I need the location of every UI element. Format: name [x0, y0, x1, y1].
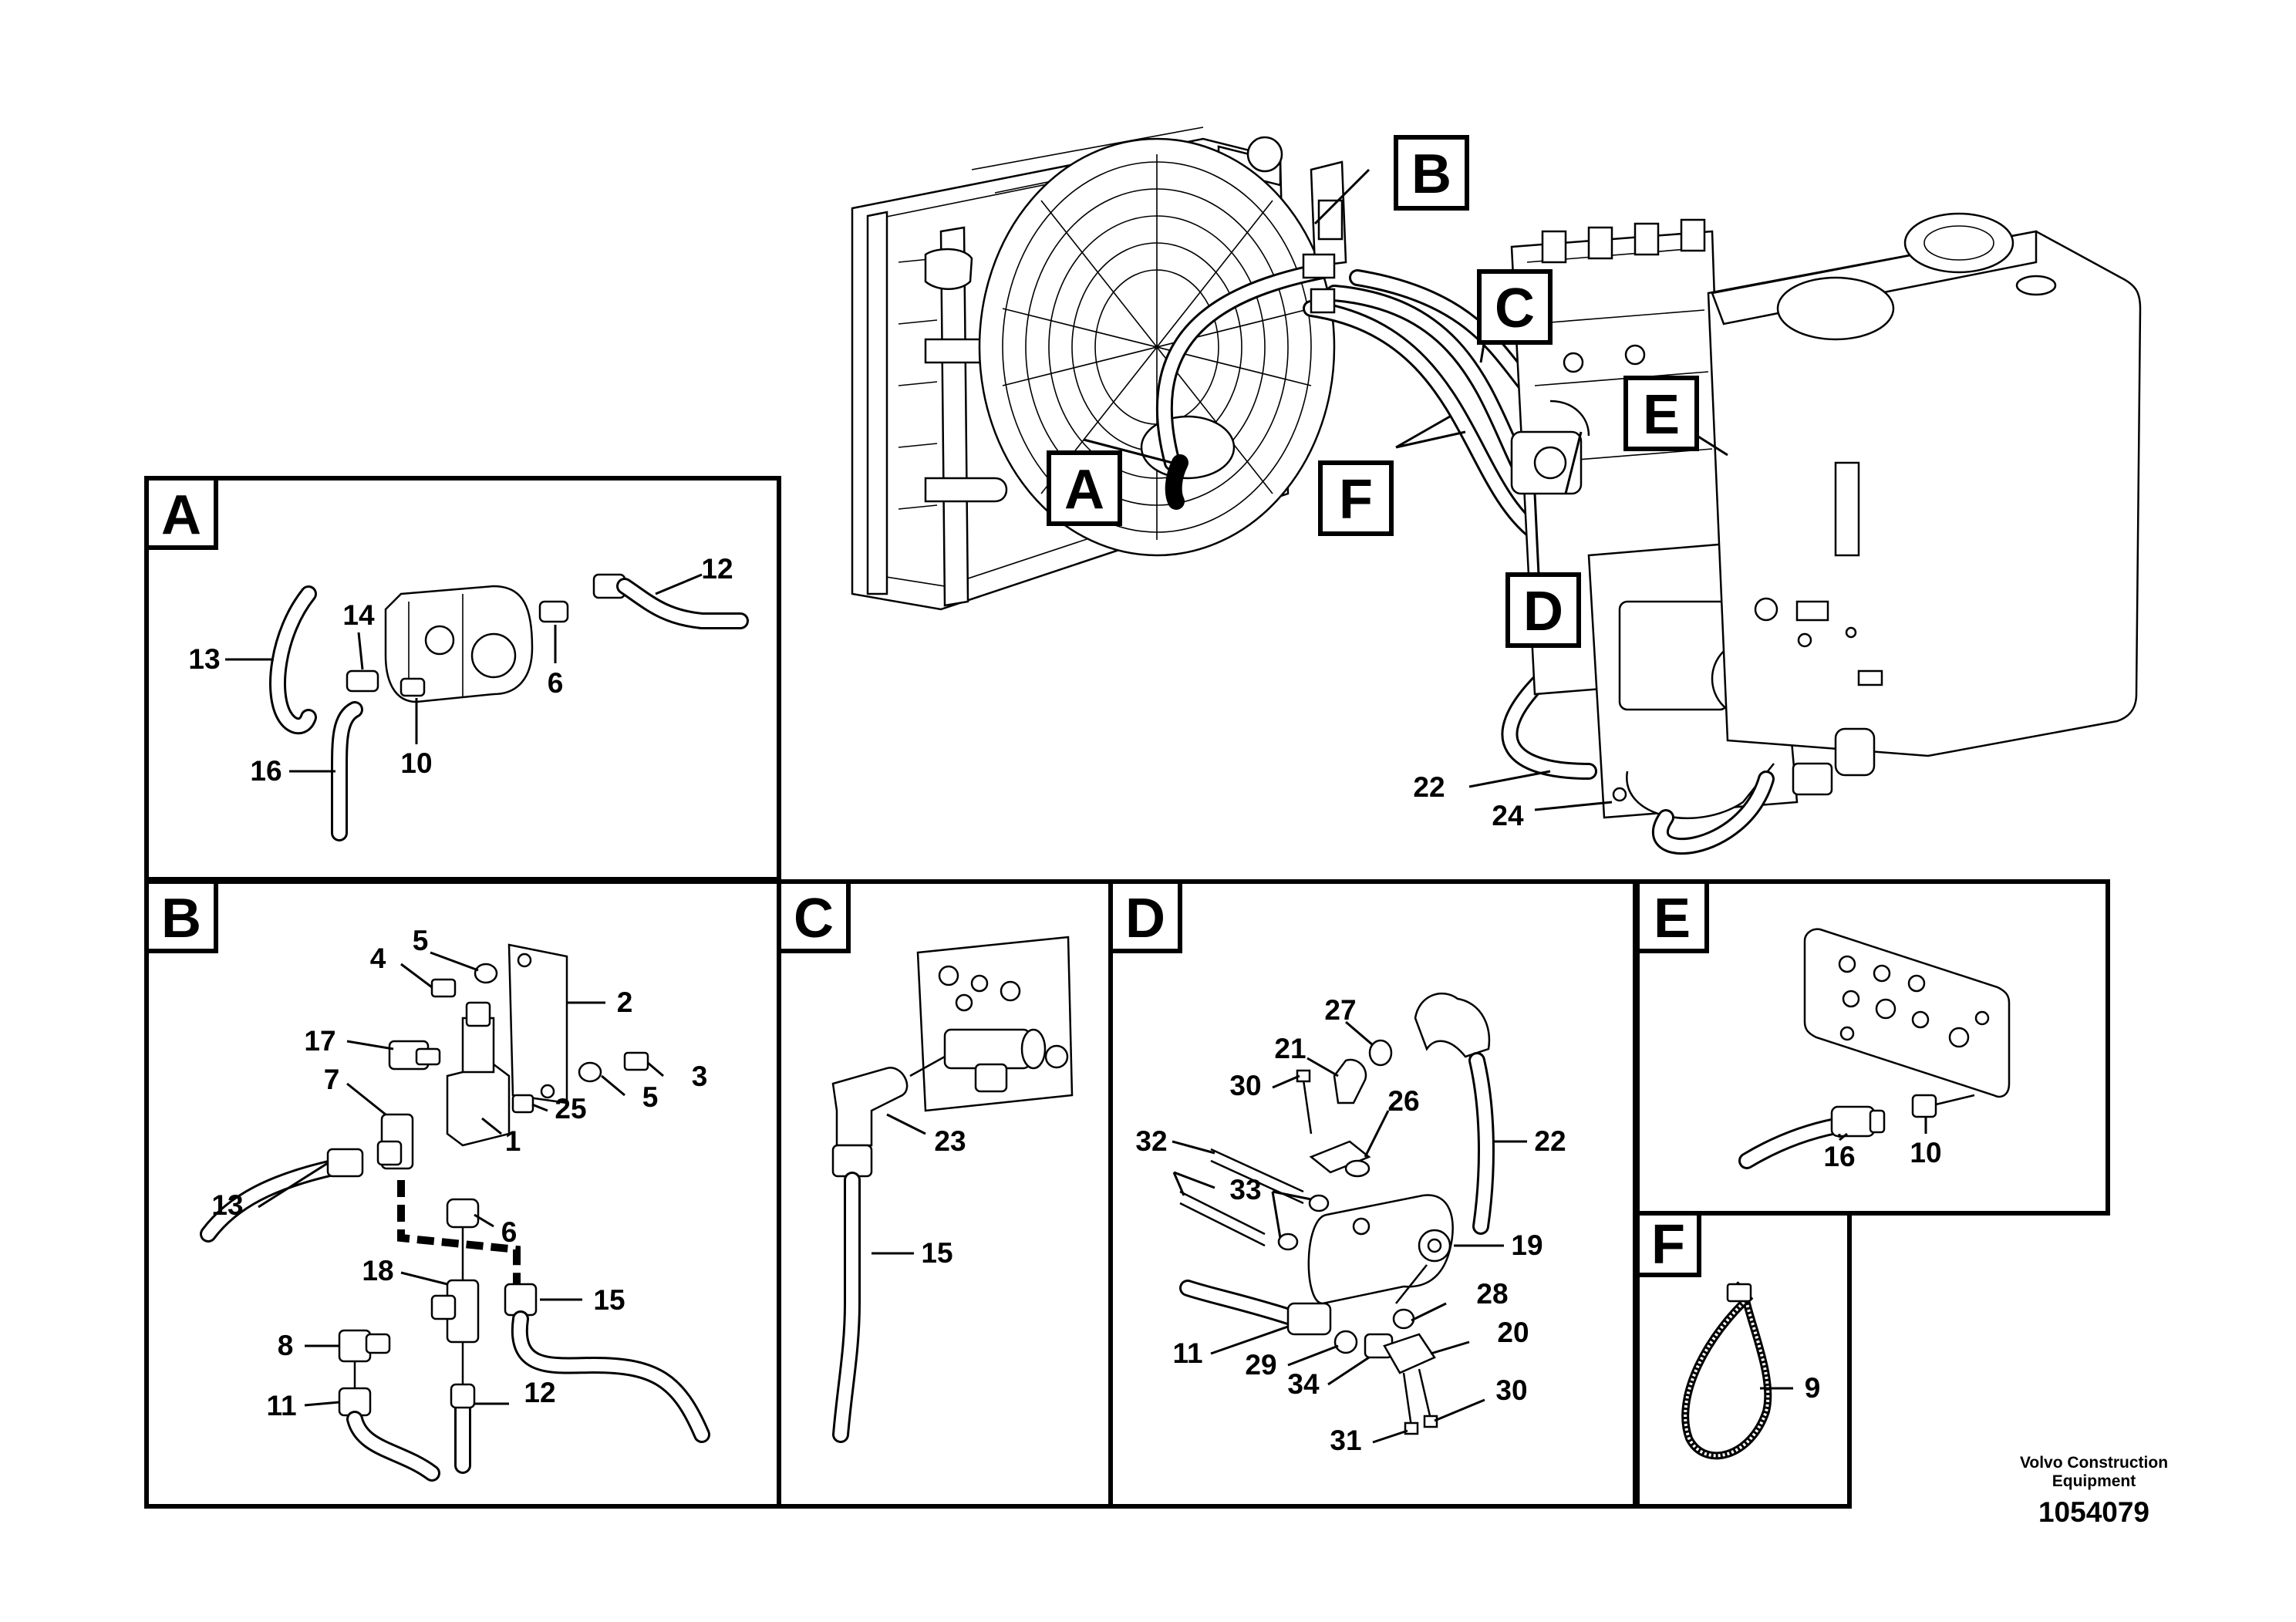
callout-e-16: 16 [1823, 1141, 1855, 1172]
callout-d-20: 20 [1497, 1317, 1529, 1348]
overview-callouts: 22 24 [1413, 771, 1524, 831]
tag-f-main[interactable]: F [1339, 469, 1373, 531]
callout-d-11: 11 [1172, 1337, 1202, 1369]
callout-a-6: 6 [548, 667, 564, 699]
callout-a-14: 14 [342, 599, 375, 631]
detail-e: E 16 10 [1635, 879, 2110, 1216]
callout-c-15: 15 [921, 1237, 952, 1269]
tag-e-main[interactable]: E [1643, 384, 1680, 446]
callout-a-13: 13 [188, 643, 220, 675]
callout-b-6: 6 [501, 1216, 518, 1248]
overview-assembly [851, 126, 2142, 855]
callout-b-13: 13 [211, 1189, 243, 1221]
callout-d-32: 32 [1135, 1125, 1167, 1157]
callout-b-8: 8 [278, 1330, 294, 1361]
overview-tags: B C A E F D [1047, 135, 1699, 648]
callout-e-10: 10 [1910, 1137, 1941, 1168]
tag-b-main[interactable]: B [1411, 143, 1451, 205]
callout-b-1: 1 [505, 1125, 521, 1157]
tag-c-detail[interactable]: C [794, 888, 834, 949]
callout-d-33: 33 [1229, 1174, 1261, 1206]
tag-f-detail[interactable]: F [1651, 1214, 1685, 1276]
callout-b-7: 7 [324, 1064, 340, 1095]
detail-f: F 9 [1635, 1211, 1852, 1509]
callout-d-34: 34 [1287, 1368, 1320, 1400]
callout-b-25: 25 [555, 1093, 586, 1125]
tag-d-detail[interactable]: D [1125, 888, 1165, 949]
callout-d-29: 29 [1245, 1349, 1276, 1381]
detail-c: C 23 15 [777, 879, 1113, 1509]
callout-c-23: 23 [934, 1125, 966, 1157]
detail-d: D [1108, 879, 1637, 1509]
callout-d-27: 27 [1324, 994, 1356, 1026]
tag-d-main[interactable]: D [1523, 581, 1563, 642]
tag-a-main[interactable]: A [1064, 459, 1104, 521]
callout-b-18: 18 [362, 1255, 393, 1286]
callout-a-12: 12 [701, 553, 733, 585]
callout-d-30b: 30 [1495, 1374, 1527, 1406]
hydraulic-tank [1707, 212, 2142, 777]
callout-d-28: 28 [1476, 1278, 1508, 1310]
document-number: 1054079 [2038, 1496, 2149, 1528]
tag-c-main[interactable]: C [1495, 278, 1535, 339]
brand-line-2: Equipment [2052, 1472, 2136, 1490]
callout-b-11: 11 [266, 1390, 296, 1421]
callout-a-16: 16 [250, 755, 282, 787]
tag-b-detail[interactable]: B [161, 888, 201, 949]
detail-b: B [144, 879, 781, 1509]
callout-b-4: 4 [370, 943, 386, 974]
callout-d-26: 26 [1387, 1085, 1419, 1117]
brand-line-1: Volvo Construction [2020, 1454, 2168, 1472]
callout-d-19: 19 [1511, 1229, 1542, 1261]
callout-b-2: 2 [617, 986, 633, 1018]
callout-d-21: 21 [1274, 1033, 1306, 1064]
callout-a-10: 10 [400, 747, 432, 779]
callout-d-30a: 30 [1229, 1070, 1261, 1101]
callout-b-15: 15 [593, 1284, 625, 1316]
cooling-fan [978, 137, 1336, 557]
callout-d-22: 22 [1534, 1125, 1566, 1157]
detail-a: A 12 13 14 6 16 10 [144, 476, 781, 882]
callout-b-17: 17 [304, 1025, 335, 1057]
callout-b-12: 12 [524, 1377, 555, 1408]
callout-main-22: 22 [1413, 771, 1445, 803]
pump-d [1510, 400, 1590, 495]
tag-a-detail[interactable]: A [161, 484, 201, 546]
callout-d-31: 31 [1330, 1425, 1361, 1456]
callout-f-9: 9 [1805, 1372, 1821, 1404]
callout-b-5a: 5 [413, 925, 429, 956]
callout-b-3: 3 [692, 1061, 708, 1092]
callout-main-24: 24 [1492, 800, 1524, 831]
tag-e-detail[interactable]: E [1654, 888, 1691, 949]
callout-b-5b: 5 [642, 1081, 659, 1113]
footer: Volvo Construction Equipment 1054079 [2020, 1454, 2168, 1528]
